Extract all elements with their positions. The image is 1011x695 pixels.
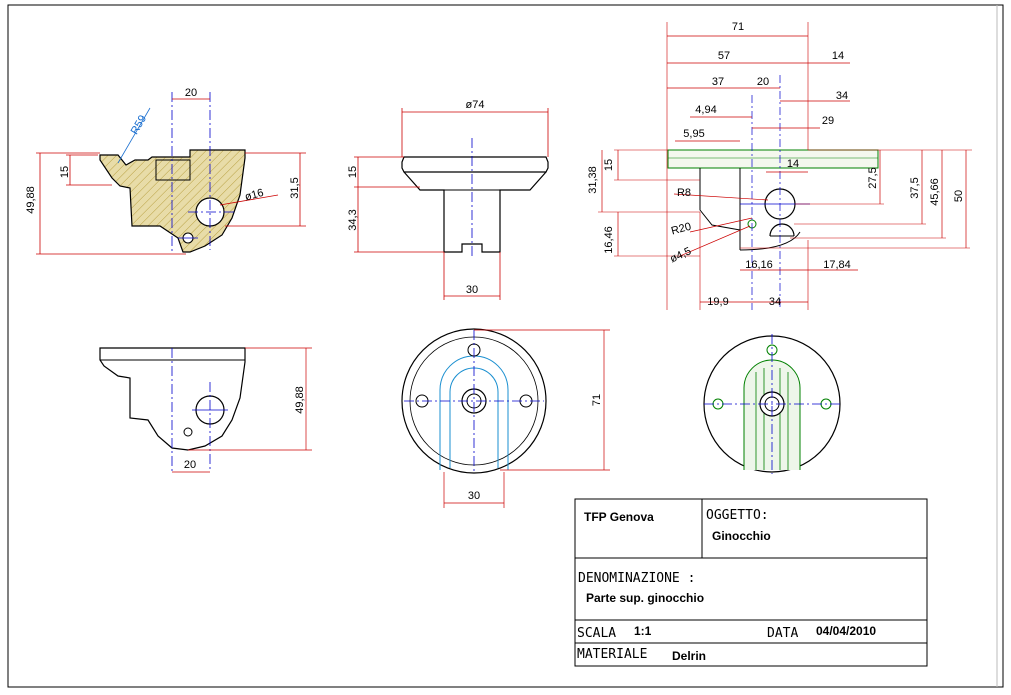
- dim-label: 14: [832, 50, 844, 62]
- materiale-label: MATERIALE: [577, 647, 647, 662]
- bc-outer: [401, 328, 547, 474]
- dim-label: 15: [59, 166, 71, 178]
- dim-label: 17,84: [823, 259, 851, 271]
- sheet-border: [7, 4, 1004, 688]
- dim-label: 14: [787, 158, 799, 170]
- bl-outline: [99, 347, 246, 451]
- dim-label: 29: [822, 115, 834, 127]
- dim-label: 16,16: [745, 259, 773, 271]
- front-body: [403, 171, 547, 253]
- dim-label: 45,66: [929, 178, 941, 206]
- dim-label: 34: [769, 296, 781, 308]
- dim-label: R8: [677, 187, 691, 199]
- right-flange: [667, 149, 879, 169]
- scala-label: SCALA: [577, 626, 616, 641]
- boss: [155, 159, 191, 181]
- dim-label: 37: [712, 76, 724, 88]
- dim-label: 50: [953, 190, 965, 202]
- section-hatch: [99, 149, 246, 253]
- dim-label: 4,94: [695, 104, 716, 116]
- oggetto-label: OGGETTO:: [706, 508, 769, 523]
- bottom-center-view: 71 30: [401, 328, 610, 508]
- dim-label: 37,5: [909, 177, 921, 198]
- bottom-right-view: [703, 334, 841, 474]
- right-slot: [769, 223, 795, 237]
- scala-value: 1:1: [634, 624, 652, 638]
- materiale-value: Delrin: [672, 649, 706, 663]
- dim-label: ø16: [244, 187, 265, 204]
- dim-label: 30: [468, 490, 480, 502]
- title-block: TFP Genova OGGETTO: Ginocchio DENOMINAZI…: [574, 498, 928, 667]
- dim-label: 71: [732, 21, 744, 33]
- dim-label: 20: [184, 459, 196, 471]
- dim-label: 5,95: [683, 128, 704, 140]
- dim-label: 34,3: [347, 209, 359, 230]
- dim-label: 31,38: [587, 166, 599, 194]
- dim-label: 49,88: [294, 386, 306, 414]
- dim-label: R59: [129, 113, 149, 136]
- company-name: TFP Genova: [584, 510, 654, 524]
- denominazione-label: DENOMINAZIONE :: [578, 571, 695, 586]
- dim-label: 31,5: [289, 177, 301, 198]
- dim-label: 71: [591, 394, 603, 406]
- front-view: ø74 15 34,3 30: [347, 99, 549, 300]
- dim-label: 15: [347, 166, 359, 178]
- dim-label: 49,88: [25, 186, 37, 214]
- dim-label: 30: [466, 284, 478, 296]
- dim-label: 34: [836, 90, 848, 102]
- dim-label: 16,46: [603, 226, 615, 254]
- data-value: 04/04/2010: [816, 624, 876, 638]
- dim-label: 19,9: [707, 296, 728, 308]
- denominazione-value: Parte sup. ginocchio: [586, 591, 704, 605]
- dim-label: 27,5: [867, 167, 879, 188]
- dim-label: ø4,5: [668, 245, 693, 265]
- dim-label: 15: [603, 159, 615, 171]
- bottom-left-view: 49,88 20: [99, 347, 312, 473]
- dim-label: 57: [718, 50, 730, 62]
- dim-label: R20: [670, 221, 693, 238]
- oggetto-value: Ginocchio: [712, 529, 771, 543]
- dim-label: 20: [757, 76, 769, 88]
- dim-label: ø74: [466, 99, 485, 111]
- dim-label: 20: [185, 87, 197, 99]
- section-side-view: 20 R59 15 49,88 31,5 ø16: [25, 87, 306, 255]
- data-label: DATA: [767, 626, 798, 641]
- right-view: 71 57 14 37 20 34 4,94 29 5,95 14 15 31,…: [587, 21, 972, 310]
- front-flange: [401, 156, 549, 173]
